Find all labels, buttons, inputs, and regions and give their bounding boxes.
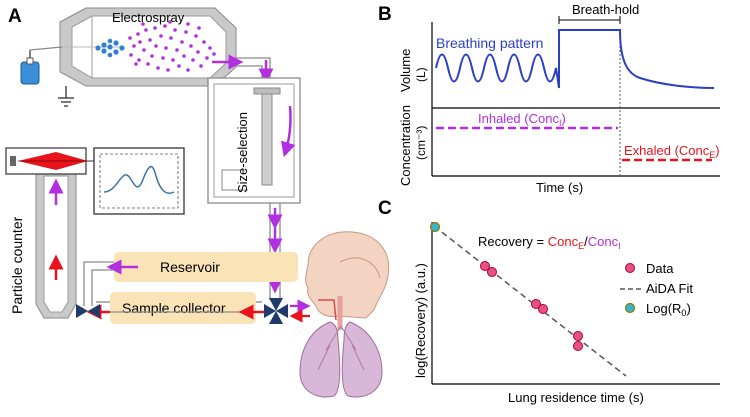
spray-droplets-blue: [95, 38, 125, 58]
panel-b-letter: B: [378, 4, 392, 25]
breath-hold-bracket: [558, 16, 621, 24]
r0-point: [429, 221, 441, 233]
valve-right-icon: [264, 298, 288, 324]
panel-b-x-label: Time (s): [536, 180, 583, 195]
data-point: [573, 331, 583, 341]
electrospray-label: Electrospray: [112, 10, 185, 25]
ground-icon: [58, 86, 74, 107]
reservoir-label: Reservoir: [160, 259, 220, 275]
data-point: [480, 261, 490, 271]
panel-c-x-label: Lung residence time (s): [508, 390, 644, 405]
panel-a-letter: A: [8, 6, 22, 27]
recovery-formula: Recovery = ConcE/ConcI: [478, 234, 621, 251]
size-selection-unit: [207, 77, 301, 204]
sample-collector-label: Sample collector: [122, 300, 226, 316]
data-point: [487, 267, 497, 277]
data-point: [573, 341, 583, 351]
aida-fit-line: [433, 225, 627, 377]
data-points: [480, 261, 583, 351]
signal-monitor: [93, 147, 185, 215]
legend-fit-label: AiDA Fit: [646, 281, 693, 296]
human-head-lungs-illustration: [299, 231, 390, 398]
volume-trace: [435, 29, 715, 89]
laser-detector-box: [5, 147, 88, 175]
concentration-axis-unit: (cm⁻³): [414, 126, 428, 160]
tubing-lines: [83, 261, 262, 313]
breathing-pattern-label: Breathing pattern: [436, 35, 543, 51]
legend-data-label: Data: [646, 261, 674, 276]
reservoir-box: [114, 252, 298, 282]
volume-axis-label: Volume: [398, 49, 413, 92]
valve-left-icon: [76, 304, 100, 318]
data-point: [538, 304, 548, 314]
legend-r0-label: Log(R0): [646, 301, 691, 318]
size-selection-label: Size-selection: [235, 112, 250, 193]
panel-c-axes: [431, 222, 720, 385]
spray-particles-magenta: [128, 20, 216, 72]
legend-r0-marker: [624, 302, 636, 314]
data-point: [531, 299, 541, 309]
breath-hold-label: Breath-hold: [572, 2, 639, 17]
panel-c-y-label: log(Recovery) (a.u.): [413, 263, 428, 378]
concentration-axis-label: Concentration: [398, 105, 413, 186]
panel-b-axes: [431, 22, 720, 177]
particle-counter-column: [34, 149, 78, 319]
panel-c-letter: C: [378, 198, 392, 219]
syringe-icon: [20, 46, 63, 85]
particle-counter-label: Particle counter: [9, 216, 25, 314]
exhaled-label: Exhaled (ConcE): [624, 143, 720, 160]
inhaled-label: Inhaled (ConcI): [478, 111, 566, 128]
volume-axis-unit: (L): [414, 67, 428, 82]
sample-collector-box: [110, 292, 256, 324]
legend-data-marker: [625, 263, 635, 273]
